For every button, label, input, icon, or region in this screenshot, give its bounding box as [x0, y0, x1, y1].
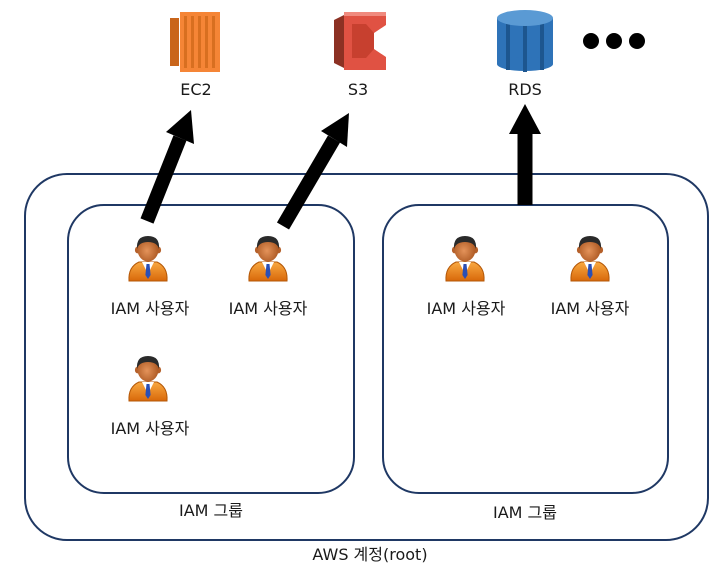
iam-group-box-1	[67, 204, 355, 494]
user-icon	[128, 235, 168, 282]
user-label: IAM 사용자	[551, 299, 630, 318]
arrow-to-ec2	[140, 110, 194, 224]
user-icon	[128, 355, 168, 402]
user-icon	[248, 235, 288, 282]
user-label: IAM 사용자	[229, 299, 308, 318]
rds-icon	[497, 10, 553, 72]
iam-group-box-2	[382, 204, 669, 494]
arrow-to-rds	[509, 104, 541, 205]
user-icon	[570, 235, 610, 282]
ellipsis-icon	[583, 33, 645, 49]
iam-user-1: IAM 사용자	[111, 235, 190, 318]
iam-user-3: IAM 사용자	[111, 355, 190, 438]
user-label: IAM 사용자	[427, 299, 506, 318]
rds-label: RDS	[508, 80, 542, 99]
arrow-to-s3	[276, 113, 349, 230]
user-icon	[445, 235, 485, 282]
iam-group-label-2: IAM 그룹	[493, 503, 557, 522]
aws-account-label: AWS 계정(root)	[312, 545, 427, 564]
s3-icon	[334, 12, 386, 70]
user-label: IAM 사용자	[111, 299, 190, 318]
aws-account-box	[24, 173, 709, 541]
user-label: IAM 사용자	[111, 419, 190, 438]
ec2-label: EC2	[180, 80, 211, 99]
iam-user-4: IAM 사용자	[427, 235, 506, 318]
iam-user-5: IAM 사용자	[551, 235, 630, 318]
s3-label: S3	[348, 80, 368, 99]
ec2-icon	[170, 12, 220, 72]
iam-group-label-1: IAM 그룹	[179, 501, 243, 520]
iam-user-2: IAM 사용자	[229, 235, 308, 318]
